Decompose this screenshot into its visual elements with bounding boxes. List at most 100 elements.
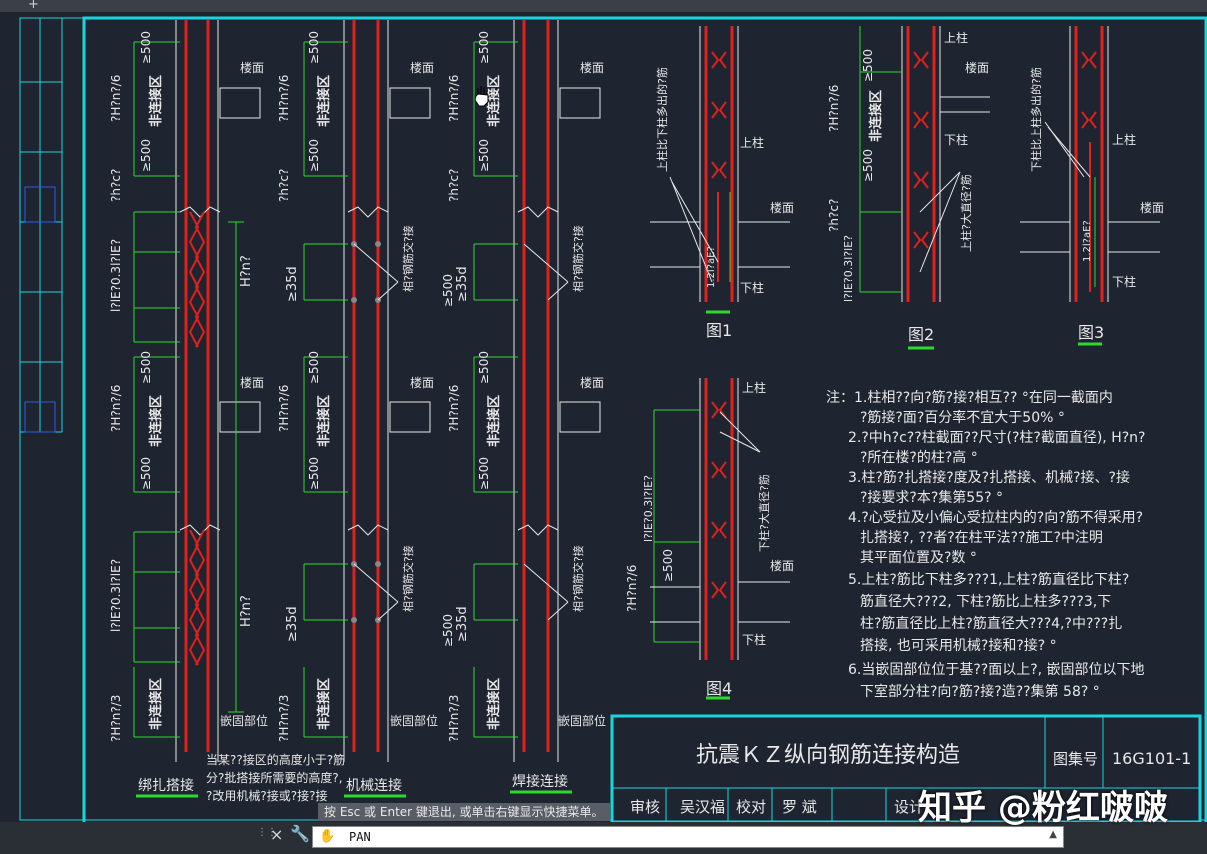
floor-label-1: 楼面 xyxy=(240,60,264,75)
cad-canvas[interactable]: ≥500 非连接区 ≥500 ?H?n?/6 ?h?c? l?lE?0.3l?l… xyxy=(0,12,1207,832)
note-line: 搭接, 也可采用机械?接和?接? ° xyxy=(860,637,1057,654)
hc-w1: ?h?c? xyxy=(447,169,461,202)
fig1-ratio: 1.2l?aE? xyxy=(706,246,717,288)
fig4-500: ≥500 xyxy=(661,549,675,582)
new-tab-button[interactable]: + xyxy=(28,0,39,12)
lap-label-2: l?lE?0.3l?lE? xyxy=(109,559,123,632)
fig1-floor: 楼面 xyxy=(770,200,794,215)
caption-tie: 绑扎搭接 xyxy=(138,777,194,794)
non-connect-zone-3: 非连接区 xyxy=(148,678,164,730)
hn3-w1: ?H?n?/3 xyxy=(447,695,461,742)
embed-label-1: 嵌固部位 xyxy=(220,713,268,728)
fig1-lower: 下柱 xyxy=(740,280,764,295)
watermark-text: 知乎 @粉红啵啵 xyxy=(918,788,1168,828)
d35-w1: ≥35d xyxy=(455,266,470,302)
lap-label-1: l?lE?0.3l?lE? xyxy=(109,239,123,312)
hc-label-1: ?h?c? xyxy=(109,169,123,202)
hn6-label-1: ?H?n?/6 xyxy=(109,75,123,122)
note-line: ?所在楼?的柱?高 ° xyxy=(860,449,978,466)
caption-fig1: 图1 xyxy=(706,321,732,340)
hn6-label-2: ?H?n?/6 xyxy=(109,385,123,432)
customize-wrench-icon[interactable]: 🔧 xyxy=(290,824,310,843)
figure-2 xyxy=(859,26,990,350)
non-connect-w1: 非连接区 xyxy=(486,75,502,127)
hn-label-2: H?n? xyxy=(239,595,254,627)
fig4-hn6: ?H?n?/6 xyxy=(625,565,639,612)
floor-m2: 楼面 xyxy=(410,375,434,390)
note-line: 其平面位置及?数 ° xyxy=(860,550,977,566)
non-connect-w2: 非连接区 xyxy=(486,395,502,447)
hn6-w2: ?H?n?/6 xyxy=(447,385,461,432)
note-line: 6.当嵌固部位位于基??面以上?, 嵌固部位以下地 xyxy=(848,661,1145,678)
command-value: PAN xyxy=(349,830,371,844)
non-connect-zone-2: 非连接区 xyxy=(148,395,164,447)
zone-500-w1b: ≥500 xyxy=(477,139,491,172)
hn6-m2: ?H?n?/6 xyxy=(277,385,291,432)
floor-label-2: 楼面 xyxy=(240,375,264,390)
command-tooltip: 按 Esc 或 Enter 键退出, 或单击右键显示快捷菜单。 xyxy=(318,803,610,821)
tie-lap-detail xyxy=(133,20,261,762)
atlas-number: 16G101-1 xyxy=(1112,749,1191,768)
fig4-upper: 上柱 xyxy=(742,380,766,395)
pan-mode-icon: ✋ xyxy=(319,829,336,844)
checker-name: 罗 斌 xyxy=(782,798,817,816)
note-line: 注：1.柱相??向?筋?接?相互?? °在同一截面内 xyxy=(826,389,1113,406)
stagger-w2: 相?钢筋交?接 xyxy=(571,545,585,612)
title-block xyxy=(610,714,1202,824)
non-connect-m3: 非连接区 xyxy=(316,678,332,730)
history-dropdown-icon[interactable]: ▲ xyxy=(1049,829,1057,840)
fig2-upper: 上柱 xyxy=(944,30,968,45)
caption-mech: 机械连接 xyxy=(346,777,402,794)
zone-500-m1: ≥500 xyxy=(307,31,321,64)
fig2-500b: ≥500 xyxy=(861,149,875,182)
note-line: 4.?心受拉及小偏心受拉柱内的?向?筋不得采用? xyxy=(848,509,1143,526)
lap-note-line1: 当某??接区的高度小于?筋 xyxy=(206,752,345,767)
embed-w: 嵌固部位 xyxy=(558,713,606,728)
caption-fig4: 图4 xyxy=(706,679,732,698)
notes-block: 注：1.柱相??向?筋?接?相互?? °在同一截面内 ?筋接?面?百分率不宜大于… xyxy=(826,389,1145,700)
fig4-lower-big: 下柱?大直径?筋 xyxy=(757,474,771,552)
hn3-label-1: ?H?n?/3 xyxy=(109,695,123,742)
d35-m2: ≥35d xyxy=(285,606,300,642)
fig1-upper-more: 上柱比下柱多出的?筋 xyxy=(655,67,669,172)
note-line: 3.柱?筋?扎搭接?度及?扎搭接、机械?接、?接 xyxy=(848,469,1130,486)
zone-500-m2b: ≥500 xyxy=(307,457,321,490)
embed-m: 嵌固部位 xyxy=(390,713,438,728)
caption-fig2: 图2 xyxy=(908,325,934,344)
stagger-m1: 相?钢筋交?接 xyxy=(401,225,415,292)
drag-handle-icon[interactable]: ⋮⋮ xyxy=(257,828,277,846)
zone-500-2b: ≥500 xyxy=(139,457,153,490)
fig1-upper: 上柱 xyxy=(740,135,764,150)
zone-500-1b: ≥500 xyxy=(139,139,153,172)
zone-500-m1b: ≥500 xyxy=(307,139,321,172)
pan-hand-icon xyxy=(474,86,489,107)
non-connect-zone-1: 非连接区 xyxy=(148,75,164,127)
hc-m1: ?h?c? xyxy=(277,169,291,202)
zone-500-m2: ≥500 xyxy=(307,351,321,384)
note-line: 筋直径大???2, 下柱?筋比上柱多???3,下 xyxy=(860,593,1111,610)
note-line: 柱?筋直径比上柱?筋直径大???4,?中???扎 xyxy=(860,615,1122,632)
d500-w2: ≥500 xyxy=(441,614,455,647)
command-input[interactable]: ✋ PAN ▲ xyxy=(312,826,1064,848)
close-icon[interactable]: × xyxy=(270,825,284,844)
zone-500-w1: ≥500 xyxy=(477,31,491,64)
caption-fig3: 图3 xyxy=(1078,323,1104,342)
fig2-hn6: ?H?n?/6 xyxy=(827,85,841,132)
atlas-label: 图集号 xyxy=(1053,750,1098,768)
fig2-non-connect: 非连接区 xyxy=(868,90,884,142)
mechanical-detail xyxy=(303,20,431,762)
d35-w2: ≥35d xyxy=(455,606,470,642)
stagger-m2: 相?钢筋交?接 xyxy=(401,545,415,612)
non-connect-m1: 非连接区 xyxy=(316,75,332,127)
caption-weld: 焊接连接 xyxy=(512,773,568,790)
fig2-upper-big: 上柱?大直径?筋 xyxy=(959,174,973,252)
zone-500-w2b: ≥500 xyxy=(477,457,491,490)
d35-m1: ≥35d xyxy=(285,266,300,302)
note-line: ?筋接?面?百分率不宜大于50% ° xyxy=(860,409,1065,426)
note-line: 2.?中h?c??柱截面??尺寸(?柱?截面直径), H?n? xyxy=(848,429,1145,446)
weld-detail xyxy=(473,20,601,762)
figure-3 xyxy=(1020,26,1160,346)
fig4-floor: 楼面 xyxy=(770,558,794,573)
fig4-lap: l?lE?0.3l?lE? xyxy=(642,475,655,542)
fig4-lower: 下柱 xyxy=(742,632,766,647)
